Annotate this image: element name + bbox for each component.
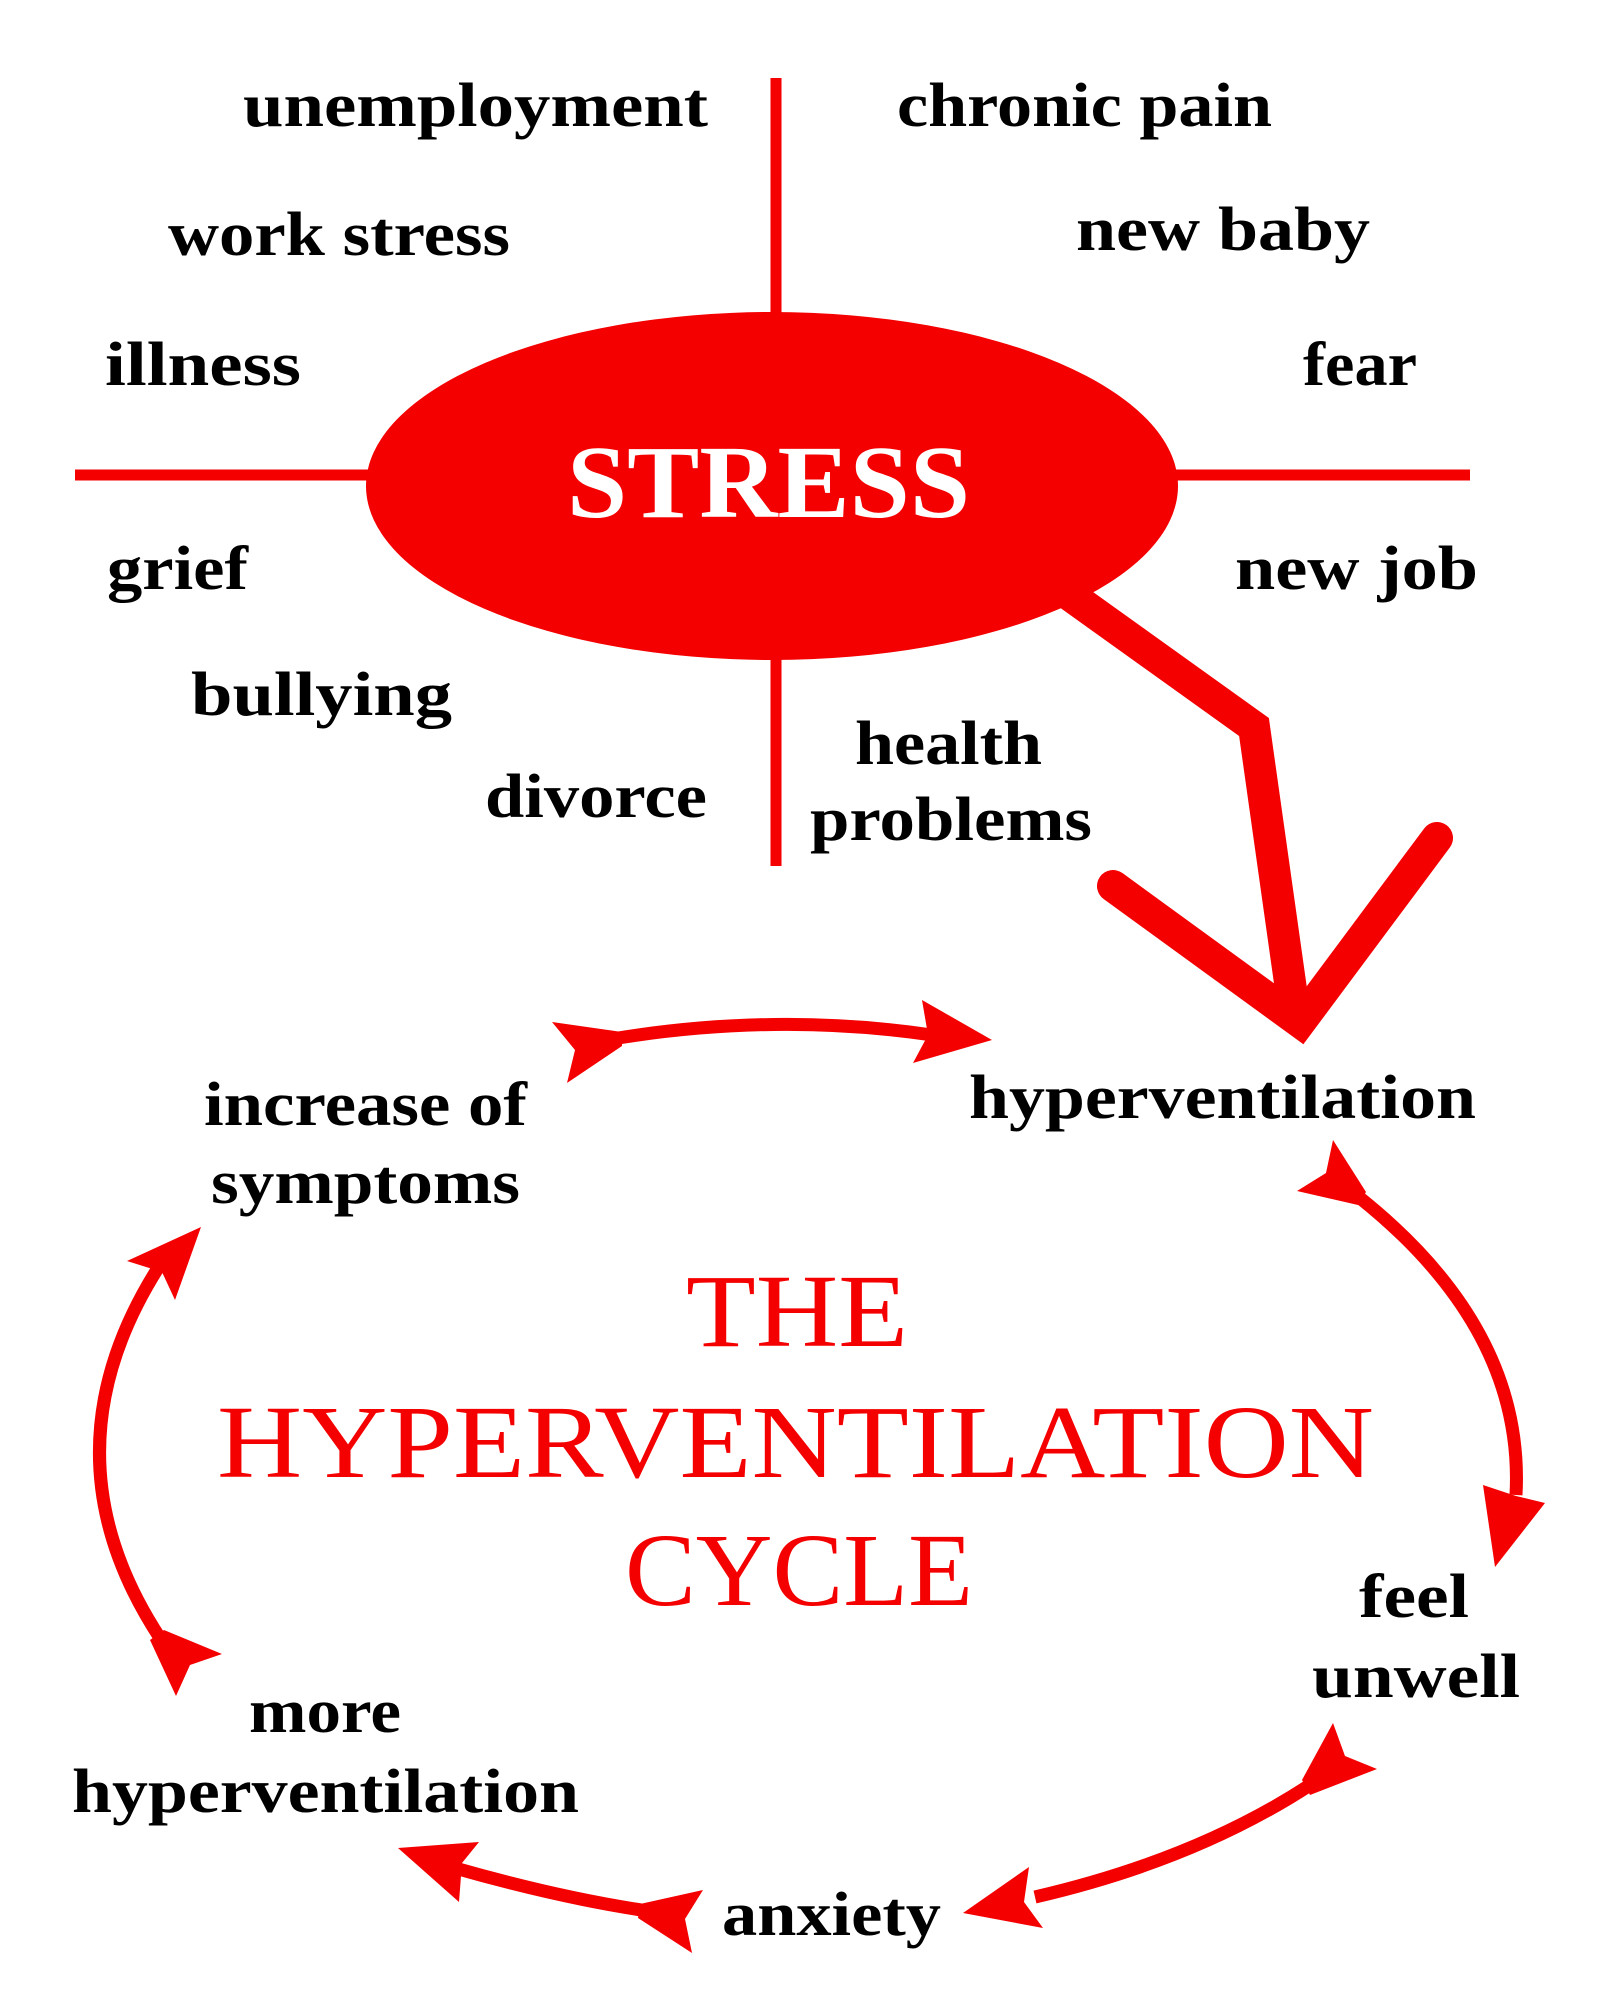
arrow-shaft (610, 1017, 933, 1046)
arrow-shaft (453, 1861, 649, 1918)
big-arrow-shaft (1050, 574, 1312, 1028)
cycle-arrows (93, 1000, 1545, 1953)
title-line-cycle: CYCLE (625, 1513, 973, 1628)
stress-hub-ellipse (366, 312, 1178, 660)
arrow-shaft (1033, 1779, 1314, 1904)
arrow-tail-icon (1297, 1140, 1366, 1205)
arrow-head-icon (963, 1867, 1043, 1928)
arrow-hyperventilation-to-feel-unwell (1297, 1140, 1545, 1567)
title-line-hyperventilation: HYPERVENTILATION (217, 1385, 1374, 1500)
node-feel-unwell-line2: unwell (1312, 1643, 1520, 1711)
arrow-head-icon (1483, 1485, 1545, 1567)
arrow-head-icon (398, 1842, 479, 1902)
arrow-symptoms-to-hyperventilation (552, 1000, 992, 1083)
stress-cross-lines (75, 78, 1470, 866)
arrow-head-icon (913, 1000, 992, 1063)
arrow-tail-icon (638, 1890, 703, 1953)
node-feel-unwell-line1: feel (1359, 1563, 1469, 1631)
arrow-shaft (1355, 1192, 1523, 1496)
stress-hub-label: STRESS (567, 425, 970, 540)
stressor-new-baby: new baby (1076, 196, 1370, 264)
stressor-illness: illness (105, 331, 301, 399)
stressor-work-stress: work stress (168, 201, 510, 269)
stressor-bullying: bullying (191, 661, 452, 729)
stressor-chronic-pain: chronic pain (897, 72, 1272, 140)
stressor-new-job: new job (1235, 535, 1478, 603)
arrow-head-icon (127, 1227, 201, 1300)
node-anxiety: anxiety (722, 1881, 941, 1949)
arrow-tail-icon (552, 1022, 622, 1083)
node-increase-of-symptoms-line1: increase of (204, 1071, 529, 1139)
node-hyperventilation: hyperventilation (969, 1064, 1476, 1132)
arrow-feel-unwell-to-anxiety (963, 1723, 1377, 1928)
arrow-anxiety-to-more-hyperventilation (398, 1842, 703, 1953)
stressor-problems: problems (810, 786, 1092, 854)
stressor-unemployment: unemployment (243, 72, 708, 140)
stressor-divorce: divorce (485, 763, 707, 831)
arrow-tail-icon (150, 1630, 222, 1696)
stressor-fear: fear (1303, 331, 1417, 399)
node-increase-of-symptoms-line2: symptoms (211, 1149, 520, 1217)
title-line-the: THE (686, 1254, 908, 1369)
node-more-hyperventilation-line2: hyperventilation (72, 1758, 579, 1826)
arrow-shaft (93, 1264, 166, 1642)
node-more-hyperventilation-line1: more (249, 1678, 401, 1746)
big-arrow-head (1097, 822, 1453, 1045)
stress-to-hyperventilation-arrow (1050, 574, 1453, 1045)
cycle-title: THE HYPERVENTILATION CYCLE (217, 1254, 1374, 1628)
stressor-grief: grief (107, 535, 250, 603)
stressor-labels: unemployment work stress illness chronic… (105, 72, 1478, 854)
arrow-tail-icon (1302, 1723, 1377, 1795)
arrow-more-hyperventilation-to-symptoms (93, 1227, 222, 1696)
stressor-health: health (855, 710, 1042, 778)
cycle-node-labels: hyperventilation feel unwell anxiety mor… (72, 1064, 1520, 1949)
